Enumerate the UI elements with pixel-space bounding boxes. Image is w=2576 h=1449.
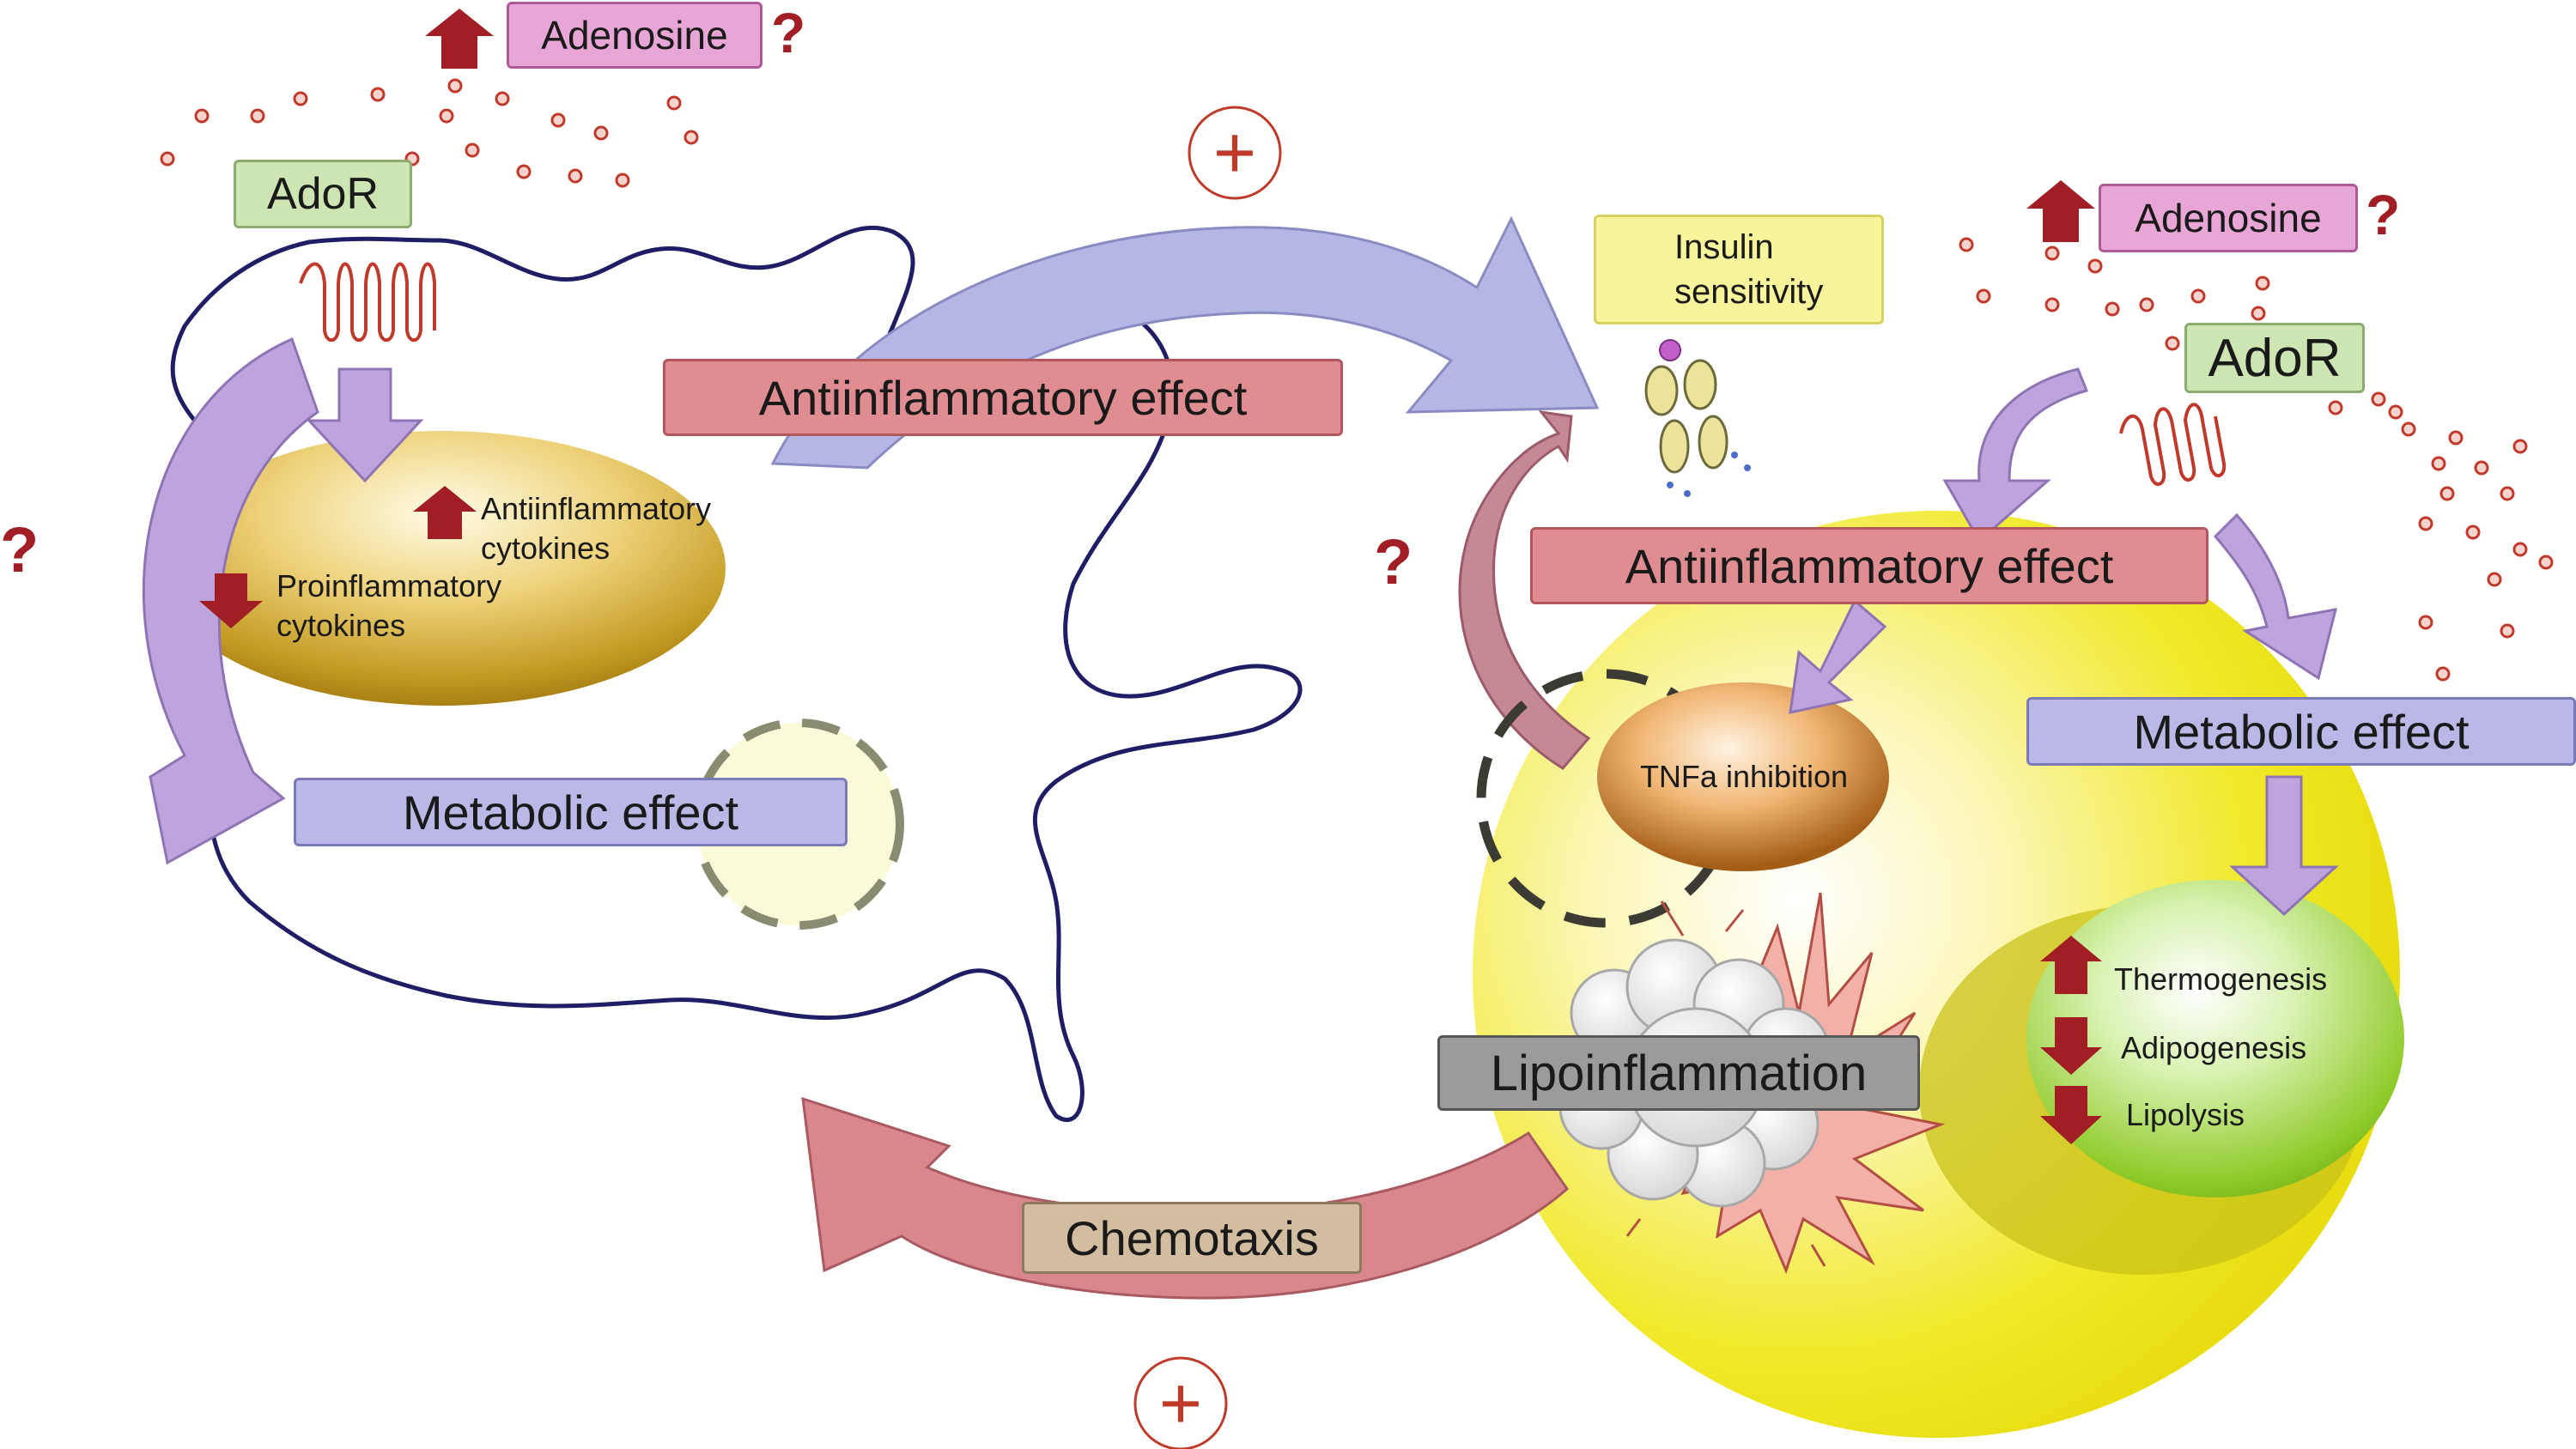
feedback-question: ? <box>1374 526 1413 597</box>
left-side-question: ? <box>0 514 39 585</box>
insulin-sensitivity-box <box>1594 215 1884 324</box>
cytokine-nucleus <box>159 431 726 706</box>
mitochondria-green <box>2026 880 2404 1197</box>
bottom-plus-circle <box>1133 1356 1228 1449</box>
thermogenesis-text: Thermogenesis <box>2114 961 2328 997</box>
adipogenesis-down-arrow <box>2040 1017 2102 1075</box>
antiinflammatory-cytokines-text: Antiinflammatory cytokines <box>481 491 712 566</box>
chemotaxis-label: Chemotaxis <box>1022 1202 1362 1274</box>
adipocyte-metabolic-arrow <box>2213 512 2338 681</box>
tnfa-arrow <box>1789 598 1887 714</box>
lipolysis-down-arrow <box>2040 1086 2102 1144</box>
lipolysis-text: Lipolysis <box>2126 1097 2245 1132</box>
center-antiinflammatory-label: Antiinflammatory effect <box>663 359 1343 436</box>
left-receptor-icon <box>299 262 436 343</box>
adenosine-up-arrow-left <box>425 9 494 69</box>
top-plus-sign: + <box>1212 112 1257 194</box>
adipocyte-receptor-icon <box>2119 403 2227 486</box>
proinflammatory-cytokines-text: Proinflammatory cytokines <box>276 568 502 643</box>
left-receptor-label: AdoR <box>234 160 412 228</box>
adipocyte-receptor-label: AdoR <box>2184 323 2365 393</box>
left-cell-membrane <box>158 225 1303 1123</box>
tnfa-body <box>1597 682 1889 871</box>
left-metabolic-effect-label: Metabolic effect <box>294 778 848 846</box>
adipocyte-adenosine-question: ? <box>2366 183 2401 246</box>
thermogenesis-up-arrow <box>2040 936 2102 994</box>
top-plus-circle <box>1188 106 1282 200</box>
adipocyte-adenosine-label: Adenosine <box>2099 184 2358 252</box>
lipoinflammation-label: Lipoinflammation <box>1437 1035 1920 1111</box>
adipocyte-adenosine-dots <box>1959 237 2554 682</box>
left-adenosine-dots <box>160 78 699 188</box>
receptor-down-arrow <box>306 367 424 483</box>
left-adenosine-question: ? <box>771 1 806 64</box>
tnfa-inhibition-text: TNFa inhibition <box>1639 759 1849 794</box>
left-metabolic-arrow <box>143 336 319 865</box>
adipogenesis-text: Adipogenesis <box>2121 1030 2307 1065</box>
adipocyte-metabolic-effect-label: Metabolic effect <box>2026 697 2576 766</box>
mitochondria-arrow <box>2229 775 2339 917</box>
bottom-plus-sign: + <box>1158 1362 1203 1445</box>
left-adenosine-label: Adenosine <box>507 2 762 69</box>
feedback-arrow <box>1458 409 1591 770</box>
chemotaxis-arrow <box>801 1096 1569 1300</box>
adenosine-up-arrow-right <box>2026 180 2095 242</box>
insulin-sensitivity-text: Insulin sensitivity <box>1674 228 1824 311</box>
adipocyte-antiinflammatory-label: Antiinflammatory effect <box>1530 527 2208 604</box>
antiinflammatory-arrow <box>770 215 1600 470</box>
adipocyte-anti-arrow <box>1942 367 2089 543</box>
anti-cytokines-up-arrow <box>413 486 477 539</box>
pro-cytokines-down-arrow <box>199 573 263 628</box>
insulin-receptor-icon <box>1644 339 1751 497</box>
